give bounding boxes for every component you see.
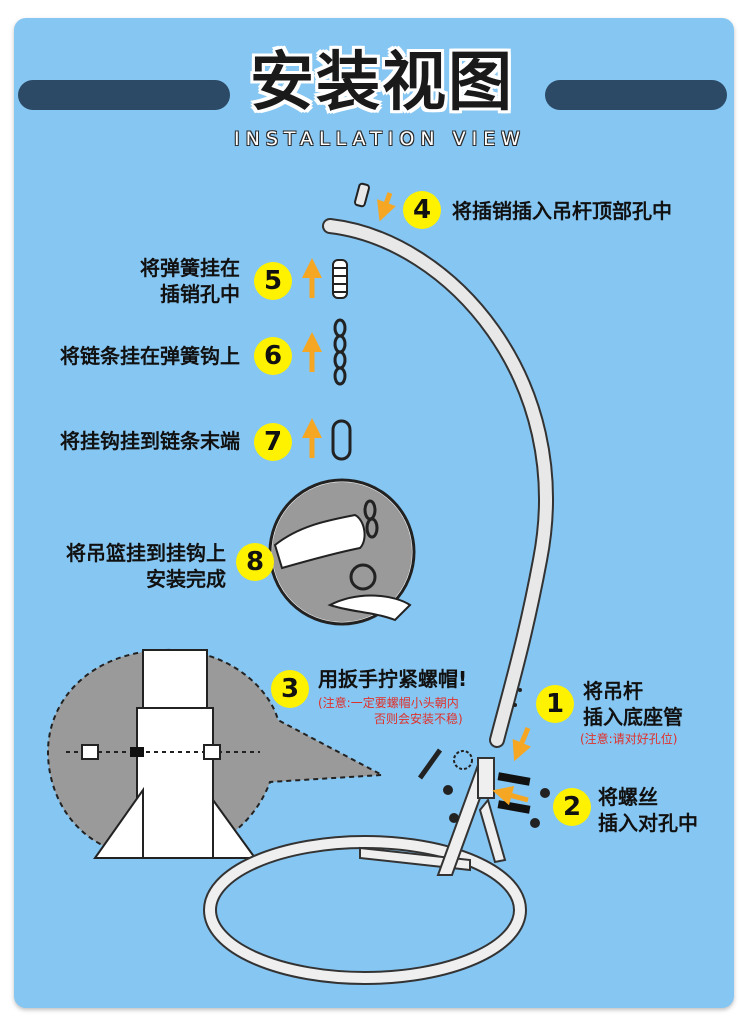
- step-3-text: 用扳手拧紧螺帽!: [318, 667, 468, 691]
- page-title: 安装视图: [250, 46, 514, 120]
- step-1-text-line2: 插入底座管: [583, 705, 683, 729]
- chain-icon: [333, 318, 347, 386]
- step-3-note-line2: 否则会安装不稳): [374, 712, 463, 726]
- hanging-pole: [322, 218, 554, 748]
- step-6-badge: 6: [254, 337, 292, 375]
- step-1-note: (注意:请对好孔位): [580, 732, 678, 746]
- hanging-basket-illustration: [268, 478, 416, 626]
- step-5-text-line2: 插销孔中: [160, 282, 240, 306]
- pin-icon: [353, 182, 371, 208]
- orange-arrows: [302, 192, 532, 806]
- spring-icon: [332, 259, 348, 299]
- step-5-text-line1: 将弹簧挂在: [140, 256, 240, 280]
- step-4-badge: 4: [403, 191, 441, 229]
- step-3-note-line1: (注意:一定要螺帽小头朝内: [318, 696, 459, 710]
- nut-detail-callout: [46, 648, 386, 860]
- base-stand: [203, 757, 527, 985]
- step-2-text-line2: 插入对孔中: [598, 811, 698, 835]
- step-2-badge: 2: [553, 788, 591, 826]
- header-bar-right: [545, 80, 727, 110]
- step-8-text-line1: 将吊篮挂到挂钩上: [66, 541, 226, 565]
- step-7-text: 将挂钩挂到链条末端: [60, 429, 240, 453]
- step-4-text: 将插销插入吊杆顶部孔中: [452, 199, 672, 223]
- step-5-badge: 5: [254, 262, 292, 300]
- page-subtitle: INSTALLATION VIEW: [234, 128, 526, 150]
- carabiner-icon: [331, 419, 352, 461]
- step-1-badge: 1: [536, 685, 574, 723]
- step-7-badge: 7: [254, 423, 292, 461]
- header-bar-left: [18, 80, 230, 110]
- step-2-text-line1: 将螺丝: [598, 785, 658, 809]
- step-8-badge: 8: [236, 543, 274, 581]
- step-8-text-line2: 安装完成: [146, 567, 226, 591]
- step-6-text: 将链条挂在弹簧钩上: [60, 344, 240, 368]
- step-1-text-line1: 将吊杆: [583, 679, 643, 703]
- step-3-badge: 3: [271, 670, 309, 708]
